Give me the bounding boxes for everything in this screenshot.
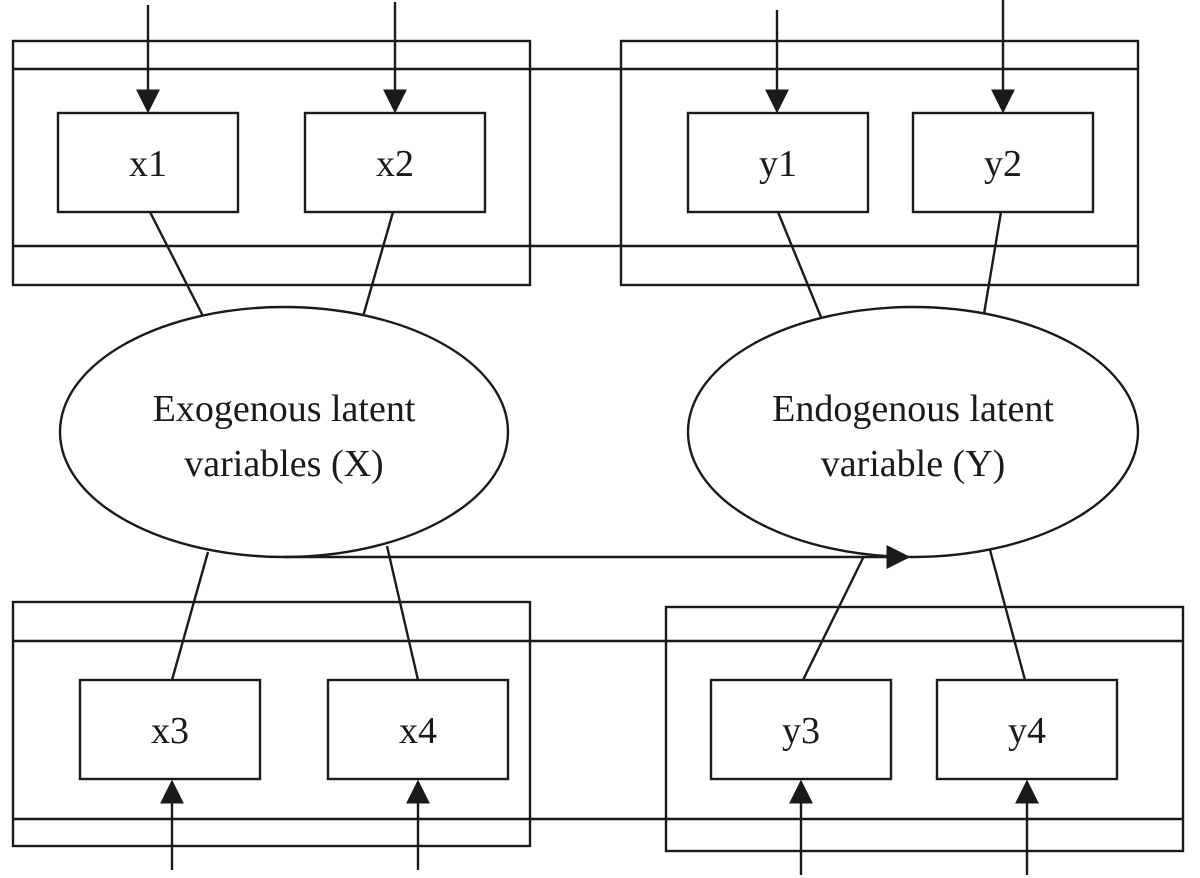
loading-y3 <box>801 555 866 681</box>
indicator-x1: x1 <box>56 111 240 214</box>
panel-y-bottom-frame <box>664 605 1185 853</box>
indicator-y4-label: y4 <box>1008 710 1046 752</box>
loading-x1 <box>148 211 207 321</box>
panel-x-top-frame <box>11 39 532 287</box>
panel-x-bottom-frame <box>11 600 532 848</box>
panel-y-bottom <box>664 605 1185 853</box>
loading-y4 <box>988 549 1027 681</box>
latent-endogenous: Endogenous latent variable (Y) <box>686 305 1140 559</box>
panel-x-top <box>11 39 532 287</box>
indicator-x1-label: x1 <box>129 143 167 185</box>
latent-exogenous-label-line1: Exogenous latent <box>153 388 416 430</box>
indicator-y3: y3 <box>709 678 893 781</box>
loading-x2 <box>360 211 395 321</box>
latent-exogenous: Exogenous latent variables (X) <box>58 305 510 559</box>
indicator-x2-label: x2 <box>376 143 414 185</box>
latent-exogenous-label-line2: variables (X) <box>184 443 383 485</box>
panel-y-top <box>619 39 1140 287</box>
indicator-x3-label: x3 <box>151 710 189 752</box>
indicator-y2: y2 <box>911 111 1095 214</box>
indicator-x4-label: x4 <box>399 710 437 752</box>
indicator-x2: x2 <box>303 111 487 214</box>
panel-y-top-frame <box>619 39 1140 287</box>
loading-x3 <box>170 551 210 681</box>
indicator-y2-label: y2 <box>984 143 1022 185</box>
indicator-y4: y4 <box>935 678 1119 781</box>
indicator-y1-label: y1 <box>759 143 797 185</box>
indicator-y1: y1 <box>686 111 870 214</box>
panel-x-bottom <box>11 600 532 848</box>
indicator-x4: x4 <box>326 678 510 781</box>
indicator-x3: x3 <box>78 678 262 781</box>
indicator-y3-label: y3 <box>782 710 820 752</box>
loading-y2 <box>981 211 1003 321</box>
latent-endogenous-label-line1: Endogenous latent <box>772 388 1054 430</box>
latent-endogenous-label-line2: variable (Y) <box>821 443 1006 485</box>
loading-y1 <box>776 211 825 323</box>
loading-x4 <box>385 545 420 681</box>
